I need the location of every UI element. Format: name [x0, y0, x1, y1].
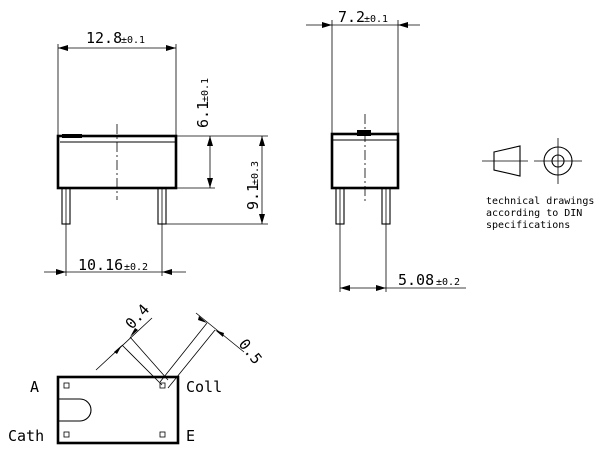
dim-body-height-tol: ±0.1 — [200, 78, 211, 102]
pin-marker-coll — [159, 382, 166, 389]
projection-inner-circle-icon — [551, 154, 565, 168]
dim-pitch-arrow-right — [162, 269, 172, 275]
dim-body-height-value: 6.1 — [194, 101, 212, 128]
dim-pitch-tol: ±0.2 — [124, 262, 148, 273]
dim-pitch-arrow-left — [56, 269, 66, 275]
front-body-notch — [62, 134, 82, 138]
dim-total-height-tol: ±0.3 — [250, 161, 261, 185]
side-body-outline — [330, 132, 400, 190]
pin-label-a: A — [30, 378, 39, 396]
pin-label-coll: Coll — [186, 378, 222, 396]
diag-04-ext-2 — [129, 336, 169, 381]
dim-total-height-value: 9.1 — [244, 183, 262, 210]
side-body-notch — [357, 130, 371, 136]
dim-width-arrow-right — [166, 45, 176, 51]
note-line-2: according to DIN — [486, 208, 582, 219]
dim-width-value: 12.8 — [86, 29, 122, 47]
dim-side-arrow-left — [322, 22, 332, 28]
dim-side-pitch-value: 5.08 — [398, 271, 434, 289]
dim-side-value: 7.2 — [338, 8, 365, 26]
dim-side-pitch-arrow-right — [376, 285, 386, 291]
diag-05-arrow-1 — [198, 316, 207, 323]
dim-side-tol: ±0.1 — [364, 14, 388, 25]
diag-04-arrow-1 — [114, 345, 122, 354]
diag-04-line — [95, 317, 153, 371]
dim-body-height-arrow-top — [207, 136, 213, 146]
bottom-notch — [58, 398, 92, 422]
pin-label-cath: Cath — [8, 427, 44, 445]
pin-label-e: E — [186, 427, 195, 445]
pin-marker-e — [159, 431, 166, 438]
dim-width-arrow-left — [58, 45, 68, 51]
pin-marker-cath — [63, 431, 70, 438]
diag-05-arrow-2 — [215, 330, 224, 337]
pin-marker-a — [63, 382, 70, 389]
diag-05-ext-2 — [167, 329, 216, 389]
diag-05-ext-1 — [159, 322, 208, 383]
diag-04-value: 0.4 — [122, 300, 154, 332]
dim-pitch-value: 10.16 — [78, 256, 123, 274]
dim-total-height-arrow-top — [259, 136, 265, 146]
side-view: 7.2 ±0.1 5.08 ±0.2 — [306, 8, 466, 292]
front-view: 12.8 ±0.1 6.1 ±0.1 9.1 ±0.3 10.16 ±0.2 — [44, 29, 268, 276]
projection-outer-circle-icon — [543, 146, 573, 176]
diag-05-value: 0.5 — [235, 335, 266, 367]
dim-side-pitch-tol: ±0.2 — [436, 277, 460, 288]
projection-cone-icon — [493, 145, 521, 177]
note-line-3: specifications — [486, 220, 570, 231]
diag-04-ext-1 — [121, 344, 163, 386]
dim-width-tol: ±0.1 — [121, 35, 145, 46]
bottom-body-outline — [56, 375, 180, 445]
dim-body-height-arrow-bottom — [207, 178, 213, 188]
dim-total-height-arrow-bottom — [259, 214, 265, 224]
dim-side-arrow-right — [398, 22, 408, 28]
note-line-1: technical drawings — [486, 196, 594, 207]
diag-04-arrow-2 — [130, 328, 138, 337]
dim-side-pitch-arrow-left — [340, 285, 350, 291]
projection-symbol — [482, 138, 582, 184]
bottom-view: A Cath Coll E 0.4 0.5 — [8, 300, 266, 445]
